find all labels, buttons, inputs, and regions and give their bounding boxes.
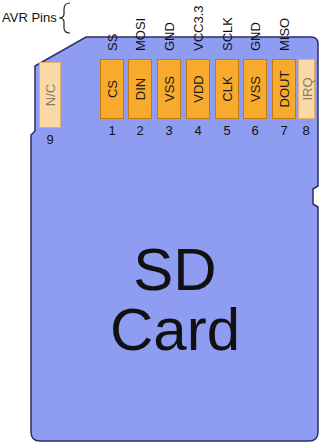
avr-pin-name: GND <box>249 22 262 51</box>
pin-name: DOUT <box>278 71 291 108</box>
pin-contact: IRQ <box>298 59 315 119</box>
avr-pin-name: MOSI <box>134 18 147 51</box>
pin-contact: DOUT <box>272 59 296 119</box>
pin-name: VDD <box>192 75 205 102</box>
pin-number: 3 <box>165 124 172 137</box>
pin-number: 9 <box>46 133 53 146</box>
pin-number: 4 <box>194 124 201 137</box>
pin-name: IRQ <box>300 77 313 100</box>
pin-number: 1 <box>108 124 115 137</box>
pin-contact: DIN <box>128 59 152 119</box>
avr-pin-name: SS <box>106 34 119 51</box>
avr-pin-name: VCC3.3 <box>192 5 205 51</box>
pin-contact: VSS <box>243 59 267 119</box>
pin-contact: N/C <box>39 62 61 128</box>
group-label: AVR Pins <box>2 11 57 24</box>
pin-contact: VSS <box>157 59 181 119</box>
avr-pin-name: MISO <box>278 18 291 51</box>
card-title: SD Card <box>60 240 290 360</box>
pin-number: 6 <box>251 124 258 137</box>
pin-name: CLK <box>221 76 234 101</box>
pin-name: VSS <box>249 76 262 102</box>
avr-pin-name: GND <box>163 22 176 51</box>
pin-name: N/C <box>44 84 57 106</box>
pin-number: 7 <box>280 124 287 137</box>
pin-name: CS <box>106 80 119 98</box>
brace <box>59 3 70 33</box>
pin-contact: CLK <box>215 59 239 119</box>
pin-name: DIN <box>134 78 147 100</box>
pin-number: 5 <box>223 124 230 137</box>
pin-number: 8 <box>302 124 309 137</box>
pin-name: VSS <box>163 76 176 102</box>
pin-number: 2 <box>136 124 143 137</box>
pin-contact: CS <box>100 59 124 119</box>
pin-contact: VDD <box>186 59 210 119</box>
avr-pin-name: SCLK <box>221 17 234 51</box>
